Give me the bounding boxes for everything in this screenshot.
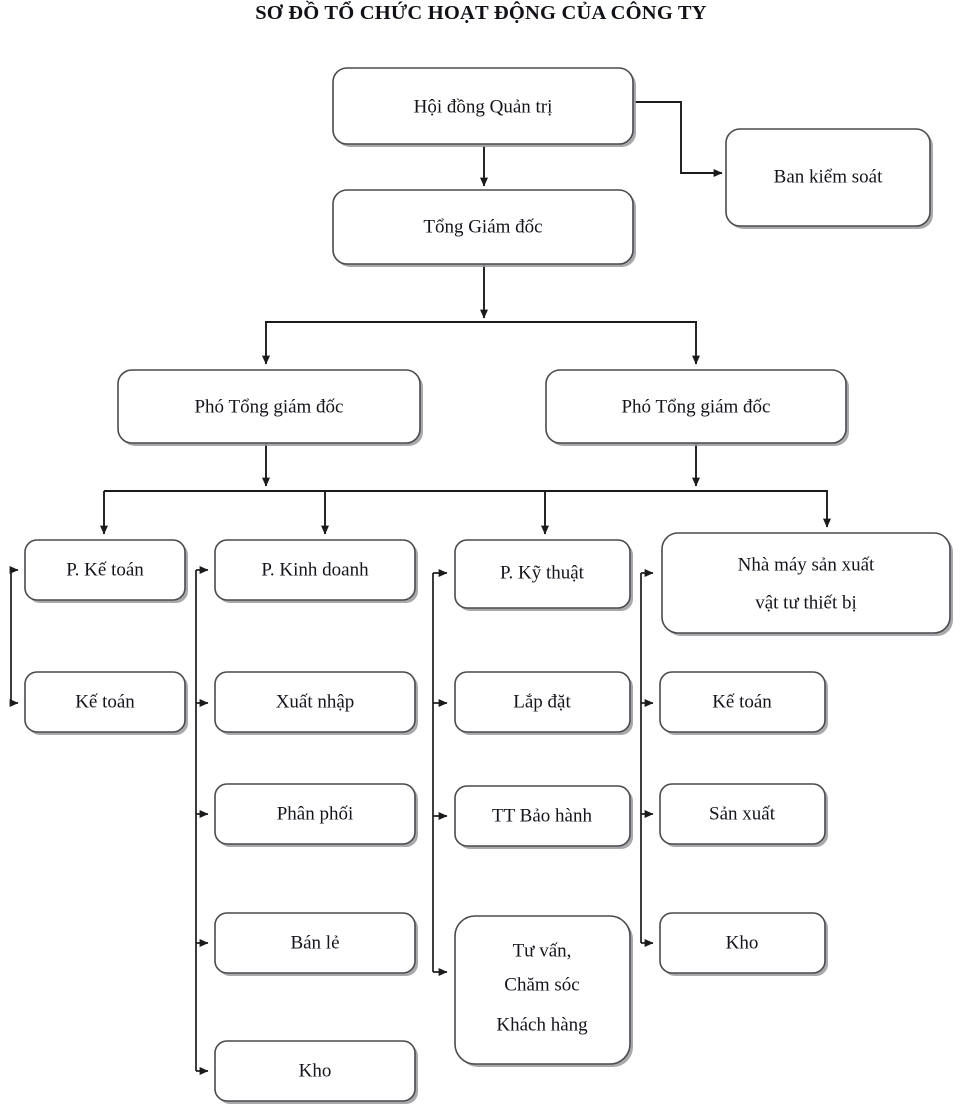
node-tt-bao-hanh[interactable]: TT Bảo hành [454,785,633,849]
node-san-xuat[interactable]: Sản xuất [659,783,828,847]
node-label-line-3: Khách hàng [496,1014,588,1035]
node-xuat-nhap[interactable]: Xuất nhập [214,671,418,735]
node-kho-c4[interactable]: Kho [659,912,828,976]
node-ke-toan-c1[interactable]: Kế toán [24,671,188,735]
node-label: TT Bảo hành [492,805,592,826]
node-label: Lắp đặt [513,691,571,712]
node-tong-giam-doc[interactable]: Tổng Giám đốc [332,189,636,267]
node-ban-le[interactable]: Bán lẻ [214,912,418,976]
node-label: Phó Tổng giám đốc [621,396,770,417]
node-label: Kế toán [75,691,135,712]
node-label: Phân phối [277,803,354,824]
page-title: SƠ ĐỒ TỔ CHỨC HOẠT ĐỘNG CỦA CÔNG TY [255,2,707,24]
node-p-ky-thuat[interactable]: P. Kỹ thuật [454,539,633,611]
node-pho-tong-giam-doc-1[interactable]: Phó Tổng giám đốc [117,369,423,446]
node-label: Ban kiểm soát [774,166,883,187]
node-phan-phoi[interactable]: Phân phối [214,783,418,847]
node-label: Hội đồng Quản trị [414,96,553,117]
node-ke-toan-c4[interactable]: Kế toán [659,671,828,735]
node-pho-tong-giam-doc-2[interactable]: Phó Tổng giám đốc [545,369,849,446]
node-label: Kho [299,1060,332,1081]
node-nha-may-san-xuat[interactable]: Nhà máy sản xuất vật tư thiết bị [661,532,953,636]
node-label: Xuất nhập [276,691,355,712]
connector-layer [9,101,831,1075]
node-label: P. Kỹ thuật [500,562,585,583]
node-ban-kiem-soat[interactable]: Ban kiểm soát [725,128,933,229]
node-label: Tổng Giám đốc [423,216,542,237]
node-kho-c2[interactable]: Kho [214,1040,418,1104]
node-lap-dat[interactable]: Lắp đặt [454,671,633,735]
edge-hdqt-to-bks [635,101,723,177]
node-label: Bán lẻ [290,932,339,953]
node-label: Phó Tổng giám đốc [194,396,343,417]
node-hoi-dong-quan-tri[interactable]: Hội đồng Quản trị [332,67,636,147]
node-label-line-2: Chăm sóc [504,974,579,995]
node-label: P. Kinh doanh [261,559,369,580]
node-label-line-1: Nhà máy sản xuất [738,554,875,575]
node-label-line-2: vật tư thiết bị [755,592,857,613]
node-p-kinh-doanh[interactable]: P. Kinh doanh [214,539,418,603]
node-label-line-1: Tư vấn, [513,940,572,961]
node-label: Sản xuất [709,803,776,824]
node-label: Kế toán [712,691,772,712]
node-p-ke-toan[interactable]: P. Kế toán [24,539,188,603]
node-label: P. Kế toán [66,559,144,580]
node-label: Kho [726,932,759,953]
node-tu-van-cham-soc-khach-hang[interactable]: Tư vấn, Chăm sóc Khách hàng [454,915,633,1067]
